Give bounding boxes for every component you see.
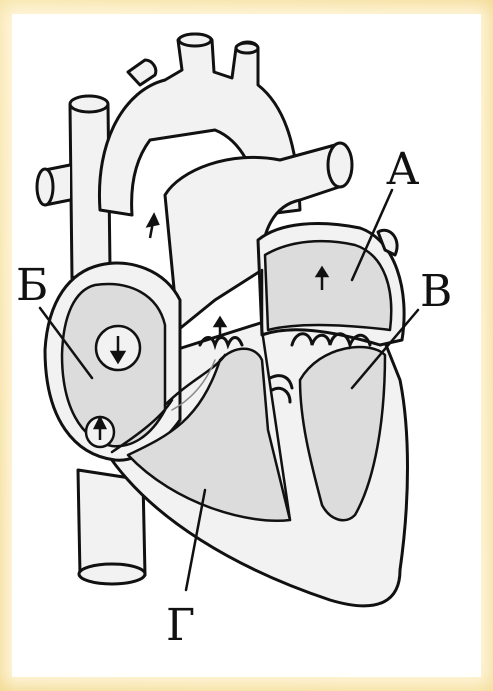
- inferior-vena-cava-opening: [79, 564, 145, 584]
- label-v: В: [420, 266, 452, 317]
- superior-vena-cava-opening: [70, 96, 108, 112]
- label-a: А: [386, 144, 419, 195]
- pulmonary-artery-opening: [328, 143, 352, 187]
- label-g: Г: [166, 600, 195, 651]
- left-atrium-chamber: [265, 241, 391, 330]
- label-b: Б: [16, 260, 48, 311]
